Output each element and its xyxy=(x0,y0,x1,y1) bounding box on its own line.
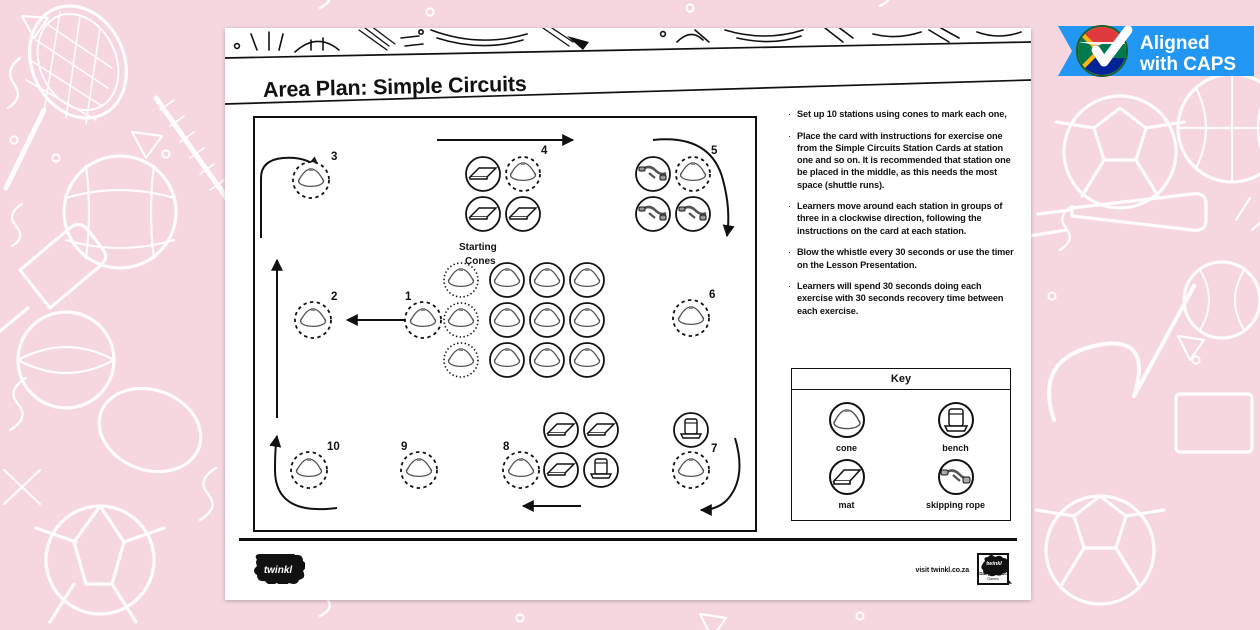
bullet-icon: · xyxy=(788,281,792,292)
key-label: bench xyxy=(942,443,969,453)
station-1: 1 xyxy=(404,262,605,378)
caps-badge-line2: with CAPS xyxy=(1139,54,1236,75)
worksheet-page: Area Plan: Simple Circuits xyxy=(225,28,1031,600)
svg-text:2: 2 xyxy=(331,291,337,303)
key-label: mat xyxy=(838,500,855,510)
svg-text:Games: Games xyxy=(987,577,999,581)
instruction-text: Blow the whistle every 30 seconds or use… xyxy=(797,247,1014,270)
key-title: Key xyxy=(792,369,1010,390)
bullet-icon: · xyxy=(788,109,792,119)
twinkl-mini-badge: twinkl Daily Phonic Games xyxy=(977,553,1012,585)
station-9: 9 xyxy=(400,441,438,489)
station-10: 10 xyxy=(269,434,340,511)
key-item-bench: bench xyxy=(901,397,1010,454)
svg-text:10: 10 xyxy=(327,441,340,453)
instruction-item: · Blow the whistle every 30 seconds or u… xyxy=(788,246,1016,270)
svg-text:9: 9 xyxy=(401,441,407,453)
station-5: 5 xyxy=(635,138,735,238)
visit-url[interactable]: visit twinkl.co.za xyxy=(915,567,970,574)
bullet-icon: · xyxy=(788,247,792,258)
svg-text:4: 4 xyxy=(541,145,548,157)
starting-cones-label-line1: Starting xyxy=(459,242,497,253)
station-2: 2 xyxy=(294,291,337,339)
key-item-skipping-rope: skipping rope xyxy=(901,454,1010,511)
svg-text:Daily Phonic: Daily Phonic xyxy=(979,571,1007,576)
bench-icon xyxy=(937,402,974,438)
instruction-text: Place the card with instructions for exe… xyxy=(797,130,1011,190)
station-3: 3 xyxy=(260,151,337,238)
area-plan-diagram: 3 4 xyxy=(253,116,757,532)
instruction-text: Set up 10 stations using cones to mark e… xyxy=(797,109,1007,119)
instruction-item: · Learners will spend 30 seconds doing e… xyxy=(788,280,1016,317)
station-8: 8 xyxy=(502,412,619,489)
key-label: skipping rope xyxy=(925,500,985,510)
aligned-with-caps-badge: Aligned with CAPS xyxy=(1058,20,1258,82)
svg-text:3: 3 xyxy=(331,151,337,163)
key-legend: Key cone bench xyxy=(791,368,1011,521)
station-7: 7 xyxy=(672,412,741,516)
skipping-rope-icon xyxy=(937,459,974,495)
key-item-mat: mat xyxy=(792,454,901,511)
footer-divider xyxy=(239,538,1017,541)
svg-text:twinkl: twinkl xyxy=(986,561,1002,567)
twinkl-logo: twinkl xyxy=(254,554,305,584)
key-item-cone: cone xyxy=(792,397,901,454)
instruction-text: Learners will spend 30 seconds doing eac… xyxy=(797,281,1004,316)
mat-icon xyxy=(828,459,865,495)
svg-text:7: 7 xyxy=(711,443,717,455)
svg-text:6: 6 xyxy=(709,289,715,301)
svg-text:8: 8 xyxy=(503,441,510,453)
svg-text:twinkl: twinkl xyxy=(264,565,293,576)
instruction-text: Learners move around each station in gro… xyxy=(797,201,1003,236)
header-doodle-band xyxy=(225,28,1031,105)
bullet-icon: · xyxy=(788,201,792,212)
starting-cones-label-line2: Cones xyxy=(465,256,496,267)
instruction-item: · Set up 10 stations using cones to mark… xyxy=(788,108,1016,120)
cone-icon xyxy=(828,402,865,438)
station-6: 6 xyxy=(672,289,715,337)
station-4: 4 xyxy=(465,145,548,232)
instruction-item: · Learners move around each station in g… xyxy=(788,200,1016,237)
instruction-item: · Place the card with instructions for e… xyxy=(788,130,1016,191)
instructions-list: · Set up 10 stations using cones to mark… xyxy=(788,108,1016,326)
page-footer: twinkl visit twinkl.co.za twinkl Daily P… xyxy=(239,548,1017,592)
svg-text:5: 5 xyxy=(711,145,718,157)
bullet-icon: · xyxy=(788,130,792,141)
key-label: cone xyxy=(835,443,857,453)
caps-badge-line1: Aligned xyxy=(1140,33,1210,54)
svg-text:1: 1 xyxy=(405,291,412,303)
